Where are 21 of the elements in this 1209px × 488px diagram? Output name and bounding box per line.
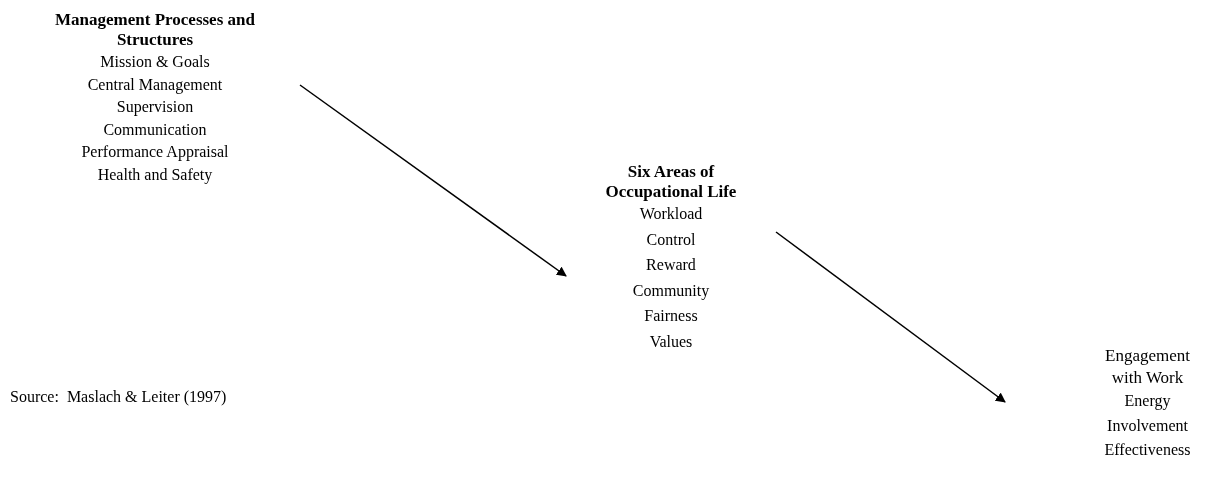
list-item: Fairness	[644, 306, 698, 325]
source-note: Source: Maslach & Leiter (1997)	[10, 387, 227, 408]
arrow	[299, 84, 567, 277]
list-item: Reward	[646, 255, 696, 274]
list-item: Community	[632, 280, 710, 300]
list-item: Mission & Goals	[100, 52, 210, 71]
node-heading: Management Processes and Structures	[55, 10, 255, 50]
list-item: Performance Appraisal	[81, 142, 229, 161]
list-item: Values	[649, 331, 693, 351]
list-item: Involvement	[1107, 415, 1188, 435]
list-item: Communication	[103, 119, 207, 139]
list-item: Control	[646, 229, 696, 249]
list-item: Effectiveness	[1104, 440, 1191, 459]
list-item: Energy	[1124, 391, 1171, 410]
list-item: Central Management	[87, 74, 223, 94]
list-item: Supervision	[116, 97, 194, 116]
arrow	[775, 231, 1006, 403]
node-heading: Six Areas of Occupational Life	[604, 162, 738, 202]
node-heading: Engagement with Work	[1104, 345, 1191, 389]
list-item: Workload	[639, 204, 703, 223]
list-item: Health and Safety	[97, 164, 213, 184]
